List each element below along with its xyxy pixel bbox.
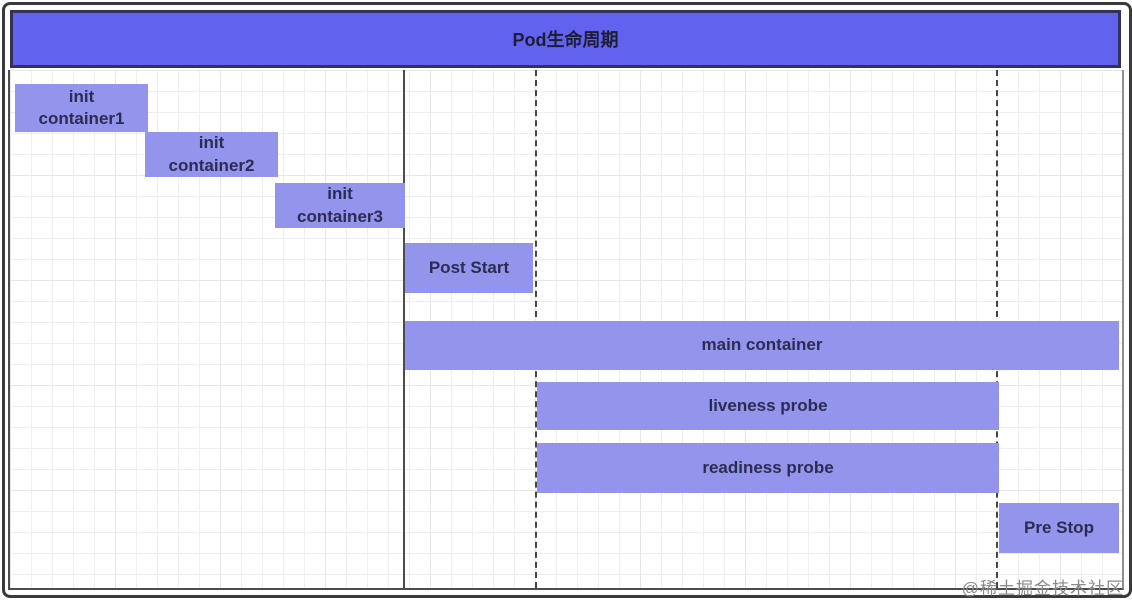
diagram-title: Pod生命周期 — [512, 30, 619, 50]
bar-readiness-probe: readiness probe — [537, 443, 999, 493]
bar-post-start: Post Start — [405, 243, 533, 293]
bar-init-container1: init container1 — [15, 84, 148, 132]
bar-main-container: main container — [405, 321, 1119, 370]
bar-init-container2: init container2 — [145, 132, 278, 177]
event-line-solid — [403, 70, 405, 588]
watermark: @稀土掘金技术社区 — [961, 579, 1124, 598]
bar-init-container3: init container3 — [275, 183, 405, 228]
bar-pre-stop: Pre Stop — [999, 503, 1119, 553]
diagram-title-bar: Pod生命周期 — [10, 10, 1121, 68]
bar-liveness-probe: liveness probe — [537, 382, 999, 430]
timeline-grid-area: init container1 init container2 init con… — [8, 70, 1124, 590]
